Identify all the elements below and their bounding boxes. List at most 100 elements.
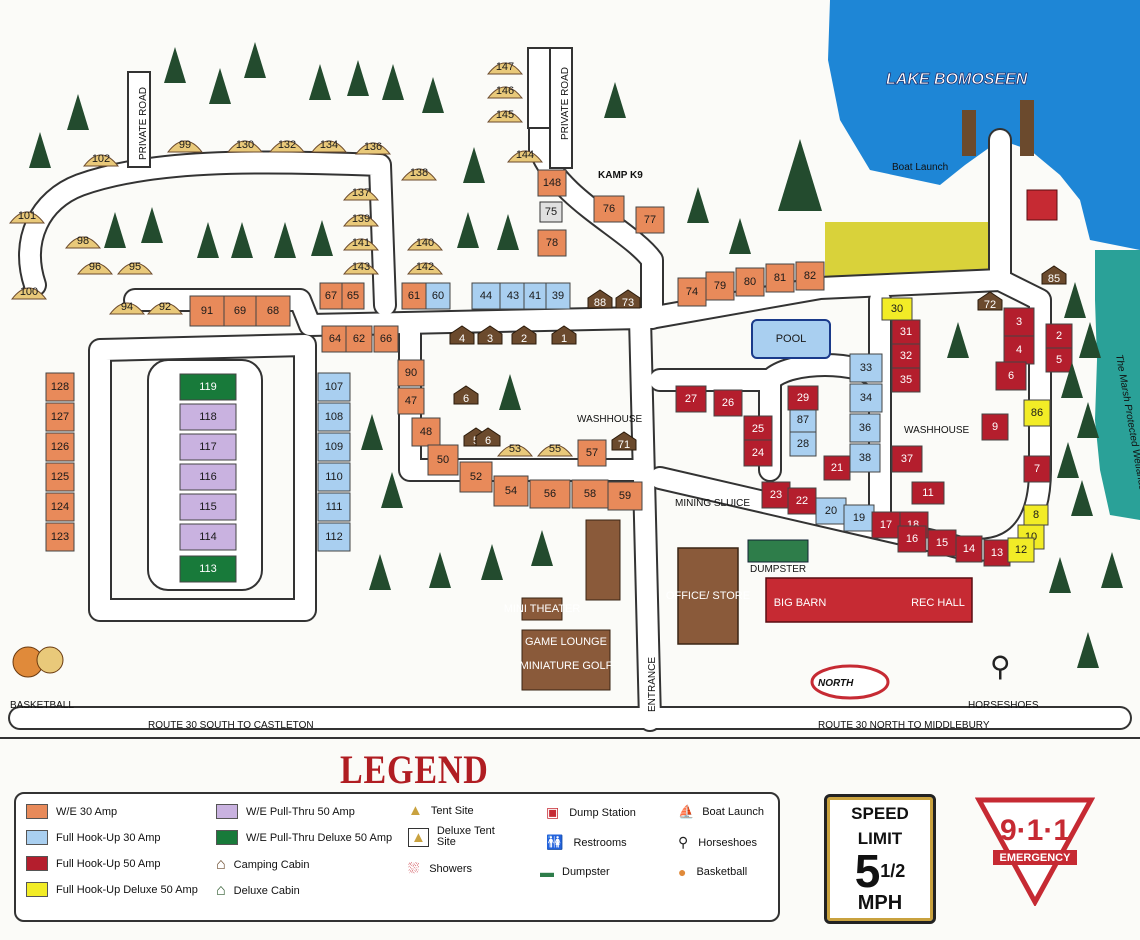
site-6[interactable]: 6 <box>995 361 1027 391</box>
site-15[interactable]: 15 <box>927 529 957 557</box>
site-29[interactable]: 29 <box>787 385 819 411</box>
site-3[interactable]: 3 <box>1003 307 1035 337</box>
site-26[interactable]: 26 <box>713 389 743 417</box>
site-124[interactable]: 124 <box>45 492 75 522</box>
tent-site-141[interactable]: 141 <box>342 237 380 251</box>
tent-site-136[interactable]: 136 <box>354 141 392 155</box>
site-109[interactable]: 109 <box>317 432 351 462</box>
site-47[interactable]: 47 <box>397 387 425 415</box>
site-16[interactable]: 16 <box>897 525 927 553</box>
site-125[interactable]: 125 <box>45 462 75 492</box>
site-12[interactable]: 12 <box>1007 537 1035 563</box>
site-7[interactable]: 7 <box>1023 455 1051 483</box>
site-30[interactable]: 30 <box>881 297 913 321</box>
site-38[interactable]: 38 <box>849 443 881 473</box>
site-115[interactable]: 115 <box>179 493 237 521</box>
site-69[interactable]: 69 <box>223 295 257 327</box>
site-54[interactable]: 54 <box>493 475 529 507</box>
tent-site-96[interactable]: 96 <box>76 261 114 275</box>
site-59[interactable]: 59 <box>607 481 643 511</box>
site-36[interactable]: 36 <box>849 413 881 443</box>
site-22[interactable]: 22 <box>787 487 817 515</box>
site-37[interactable]: 37 <box>891 445 923 473</box>
site-118[interactable]: 118 <box>179 403 237 431</box>
site-80[interactable]: 80 <box>735 267 765 297</box>
site-57[interactable]: 57 <box>577 439 607 467</box>
tent-site-146[interactable]: 146 <box>486 85 524 99</box>
tent-site-94[interactable]: 94 <box>108 301 146 315</box>
site-52[interactable]: 52 <box>459 461 493 493</box>
site-50[interactable]: 50 <box>427 444 459 476</box>
site-64[interactable]: 64 <box>321 325 349 353</box>
cabin-75[interactable]: 75 <box>539 201 563 223</box>
site-24[interactable]: 24 <box>743 439 773 467</box>
site-66[interactable]: 66 <box>373 325 399 353</box>
site-27[interactable]: 27 <box>675 385 707 413</box>
site-110[interactable]: 110 <box>317 462 351 492</box>
tent-site-92[interactable]: 92 <box>146 301 184 315</box>
site-35[interactable]: 35 <box>891 367 921 393</box>
tent-site-147[interactable]: 147 <box>486 61 524 75</box>
site-34[interactable]: 34 <box>849 383 883 413</box>
site-20[interactable]: 20 <box>815 497 847 525</box>
site-74[interactable]: 74 <box>677 277 707 307</box>
site-81[interactable]: 81 <box>765 263 795 293</box>
site-19[interactable]: 19 <box>843 504 875 532</box>
site-5[interactable]: 5 <box>1045 347 1073 373</box>
site-21[interactable]: 21 <box>823 455 851 481</box>
site-77[interactable]: 77 <box>635 206 665 234</box>
site-91[interactable]: 91 <box>189 295 225 327</box>
tent-site-100[interactable]: 100 <box>10 286 48 300</box>
tent-site-137[interactable]: 137 <box>342 187 380 201</box>
site-4[interactable]: 4 <box>1003 335 1035 365</box>
cabin-88[interactable]: 88 <box>587 289 613 309</box>
site-14[interactable]: 14 <box>955 535 983 563</box>
tent-site-143[interactable]: 143 <box>342 261 380 275</box>
site-117[interactable]: 117 <box>179 433 237 461</box>
site-108[interactable]: 108 <box>317 402 351 432</box>
cabin-6[interactable]: 6 <box>475 427 501 447</box>
tent-site-132[interactable]: 132 <box>268 139 306 153</box>
site-2[interactable]: 2 <box>1045 323 1073 349</box>
site-107[interactable]: 107 <box>317 372 351 402</box>
site-87[interactable]: 87 <box>789 407 817 433</box>
tent-site-145[interactable]: 145 <box>486 109 524 123</box>
tent-site-140[interactable]: 140 <box>406 237 444 251</box>
site-82[interactable]: 82 <box>795 261 825 291</box>
site-39[interactable]: 39 <box>545 282 571 310</box>
site-32[interactable]: 32 <box>891 343 921 369</box>
cabin-71[interactable]: 71 <box>611 431 637 451</box>
cabin-4[interactable]: 4 <box>449 325 475 345</box>
tent-site-134[interactable]: 134 <box>310 139 348 153</box>
site-23[interactable]: 23 <box>761 481 791 509</box>
site-60[interactable]: 60 <box>425 282 451 310</box>
site-41[interactable]: 41 <box>523 282 547 310</box>
tent-site-101[interactable]: 101 <box>8 210 46 224</box>
cabin-72[interactable]: 72 <box>977 291 1003 311</box>
site-78[interactable]: 78 <box>537 229 567 257</box>
site-17[interactable]: 17 <box>871 511 901 539</box>
site-113[interactable]: 113 <box>179 555 237 583</box>
tent-site-95[interactable]: 95 <box>116 261 154 275</box>
site-111[interactable]: 111 <box>317 492 351 522</box>
site-114[interactable]: 114 <box>179 523 237 551</box>
cabin-1[interactable]: 1 <box>551 325 577 345</box>
site-76[interactable]: 76 <box>593 195 625 223</box>
site-86[interactable]: 86 <box>1023 399 1051 427</box>
site-31[interactable]: 31 <box>891 319 921 345</box>
site-33[interactable]: 33 <box>849 353 883 383</box>
site-123[interactable]: 123 <box>45 522 75 552</box>
site-13[interactable]: 13 <box>983 539 1011 567</box>
site-56[interactable]: 56 <box>529 479 571 509</box>
site-61[interactable]: 61 <box>401 282 427 310</box>
site-25[interactable]: 25 <box>743 415 773 443</box>
cabin-73[interactable]: 73 <box>615 289 641 309</box>
tent-site-144[interactable]: 144 <box>506 149 544 163</box>
site-128[interactable]: 128 <box>45 372 75 402</box>
site-119[interactable]: 119 <box>179 373 237 401</box>
cabin-3[interactable]: 3 <box>477 325 503 345</box>
tent-site-139[interactable]: 139 <box>342 213 380 227</box>
site-28[interactable]: 28 <box>789 431 817 457</box>
site-127[interactable]: 127 <box>45 402 75 432</box>
site-90[interactable]: 90 <box>397 359 425 387</box>
